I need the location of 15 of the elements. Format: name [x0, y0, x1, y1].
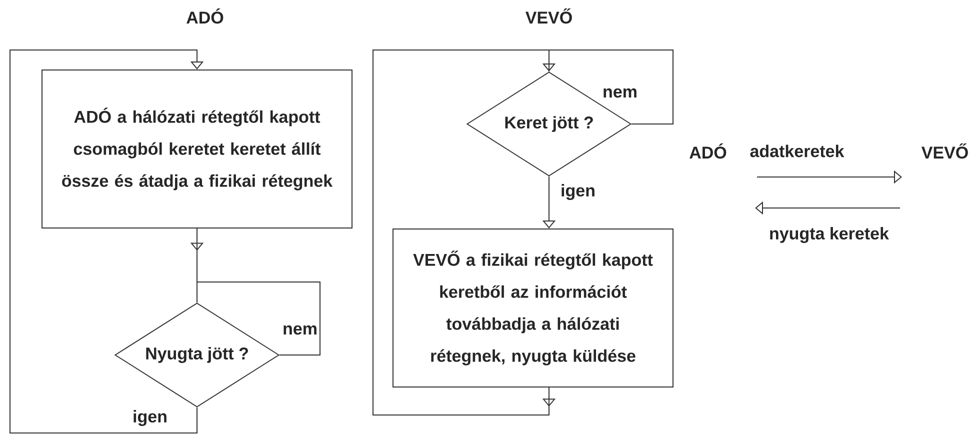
connector: [196, 282, 320, 356]
connector: [372, 50, 556, 416]
edge-label: igen: [560, 183, 596, 201]
text-label: VEVŐ: [526, 8, 572, 24]
text-label: ADÓ: [690, 143, 726, 159]
connector: [548, 50, 674, 124]
process-box: VEVŐ a fizikai rétegtől kapott keretből az információt továbbadja a hálózati rétegnek, nyugta küldése: [392, 228, 674, 388]
edge-label: igen: [132, 409, 168, 427]
text-label: adatkeretek: [750, 144, 844, 158]
text-label: VEVŐ: [922, 143, 968, 159]
text-label: ADÓ: [186, 8, 224, 24]
process-box: ADÓ a hálózati rétegtől kapott csomagból keretet keretet állít össze és átadja a fizikai rétegnek: [42, 70, 352, 228]
text-label: nyugta keretek: [770, 227, 889, 243]
edge-label: nem: [282, 324, 318, 336]
connector: [10, 50, 204, 434]
